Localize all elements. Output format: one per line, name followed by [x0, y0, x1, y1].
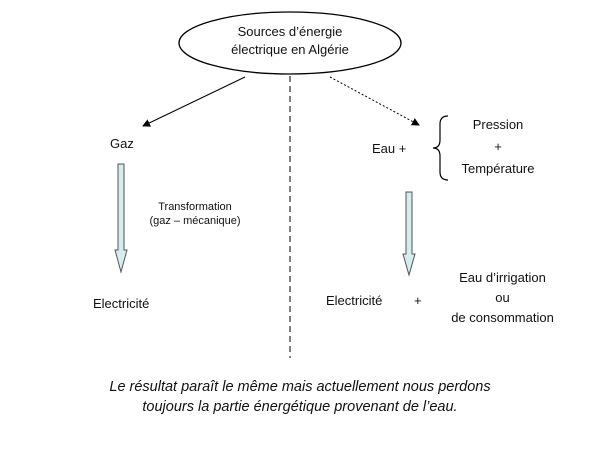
condition-brace: [432, 115, 449, 181]
gas-block-arrow: [114, 163, 128, 274]
water-extra: Eau d’irrigation ou de consommation: [440, 268, 565, 328]
transformation-line-1: Transformation: [158, 201, 232, 213]
caption-line-1: Le résultat paraît le même mais actuelle…: [109, 379, 491, 395]
caption-line-2: toujours la partie énergétique provenant…: [142, 399, 458, 415]
extra-line-3: de consommation: [451, 310, 554, 325]
condition-pressure: Pression: [472, 117, 524, 132]
arrow-to-water: [329, 76, 420, 126]
condition-temperature: Température: [461, 161, 535, 176]
extra-line-2: ou: [495, 290, 510, 305]
caption: Le résultat paraît le même mais actuelle…: [0, 377, 600, 417]
water-block-arrow: [402, 191, 416, 277]
transformation-label: Transformation (gaz – mécanique): [140, 200, 250, 228]
title-line-2: électrique en Algérie: [231, 42, 349, 57]
gas-result-label: Electricité: [93, 296, 150, 311]
gas-label: Gaz: [110, 136, 134, 151]
condition-plus: +: [494, 139, 502, 154]
title-ellipse: [178, 11, 402, 75]
diagram-title: Sources d’énergie électrique en Algérie: [230, 23, 350, 59]
water-result-plus: +: [414, 293, 422, 308]
water-conditions: Pression + Température: [448, 114, 548, 180]
title-line-1: Sources d’énergie: [237, 24, 343, 39]
arrow-to-gas: [142, 76, 246, 127]
transformation-line-2: (gaz – mécanique): [149, 215, 241, 227]
extra-line-1: Eau d’irrigation: [459, 270, 546, 285]
water-label: Eau +: [372, 141, 407, 156]
water-result-label: Electricité: [326, 293, 383, 308]
